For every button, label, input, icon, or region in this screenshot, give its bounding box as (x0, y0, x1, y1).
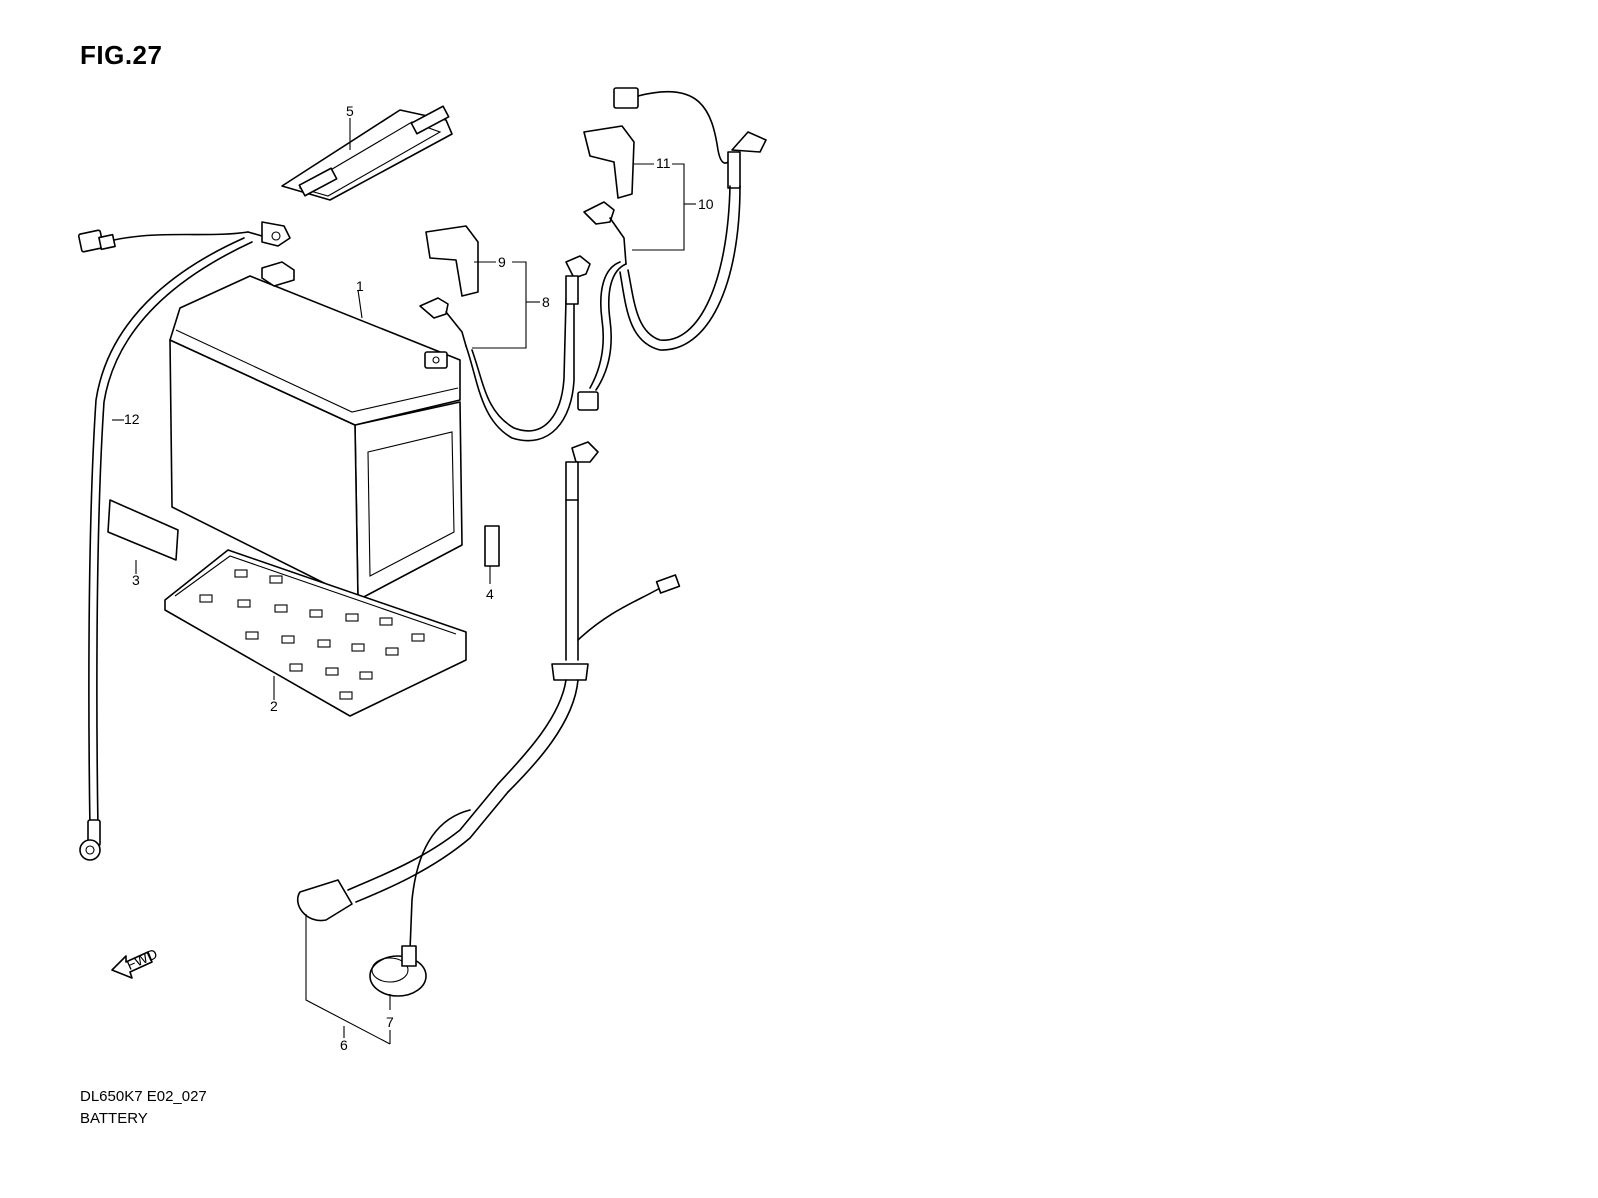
battery-1 (169, 261, 463, 601)
callout-3: 3 (132, 572, 140, 588)
callout-12: 12 (124, 411, 140, 427)
callout-7: 7 (386, 1014, 394, 1030)
ground-wire-12 (77, 221, 291, 861)
callout-2: 2 (270, 698, 278, 714)
callout-1: 1 (356, 278, 364, 294)
callout-labels: 5 1 12 3 4 2 9 8 11 10 7 6 (124, 103, 714, 1053)
label-pad-3 (107, 499, 179, 561)
callout-11: 11 (656, 155, 671, 171)
battery-tray-2 (164, 549, 467, 717)
positive-lead-8 (419, 255, 591, 442)
callout-10: 10 (698, 196, 714, 212)
terminal-cover-9 (425, 225, 479, 297)
battery-strap-5 (281, 105, 453, 201)
callout-5: 5 (346, 103, 354, 119)
diagram-name: BATTERY (80, 1110, 148, 1127)
callout-8: 8 (542, 294, 550, 310)
figure-title: FIG.27 (80, 40, 163, 70)
leader-lines (112, 118, 696, 1045)
fwd-arrow-icon: FWD (111, 945, 160, 979)
sensor-cap-7 (369, 945, 427, 997)
harness-lead-10 (577, 87, 767, 411)
fwd-label: FWD (124, 945, 160, 973)
callout-4: 4 (486, 586, 494, 602)
ground-lead-6 (297, 441, 681, 951)
terminal-cover-11 (583, 125, 635, 199)
callout-9: 9 (498, 254, 506, 270)
callout-6: 6 (340, 1037, 348, 1053)
diagram-code: DL650K7 E02_027 (80, 1088, 207, 1105)
small-pad-4 (484, 525, 500, 567)
